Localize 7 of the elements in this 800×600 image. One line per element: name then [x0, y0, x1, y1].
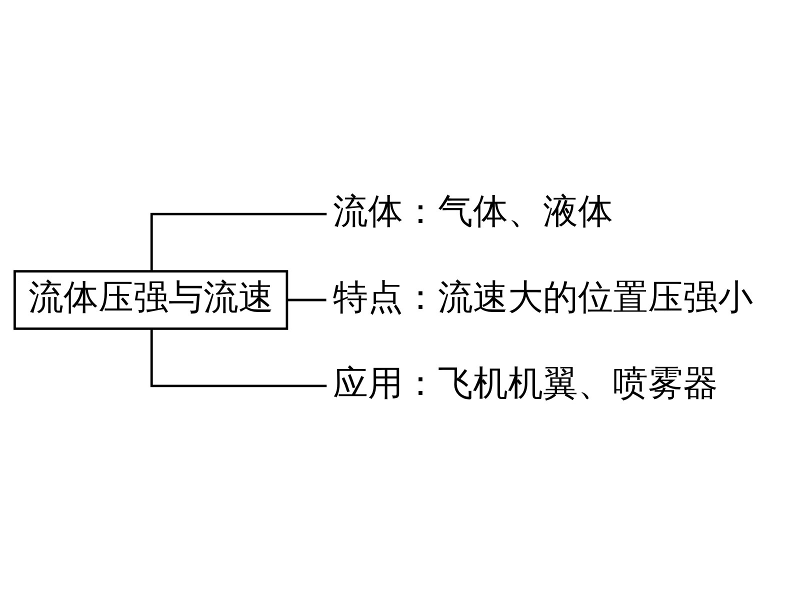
node-box: 流体压强与流速: [14, 270, 288, 330]
connector: [150, 329, 327, 388]
node-text: 特点：流速大的位置压强小: [333, 276, 754, 318]
connector: [287, 298, 326, 302]
node-text: 应用：飞机机翼、喷雾器: [333, 362, 718, 404]
connector: [150, 212, 327, 271]
node-text: 流体：气体、液体: [333, 190, 614, 232]
